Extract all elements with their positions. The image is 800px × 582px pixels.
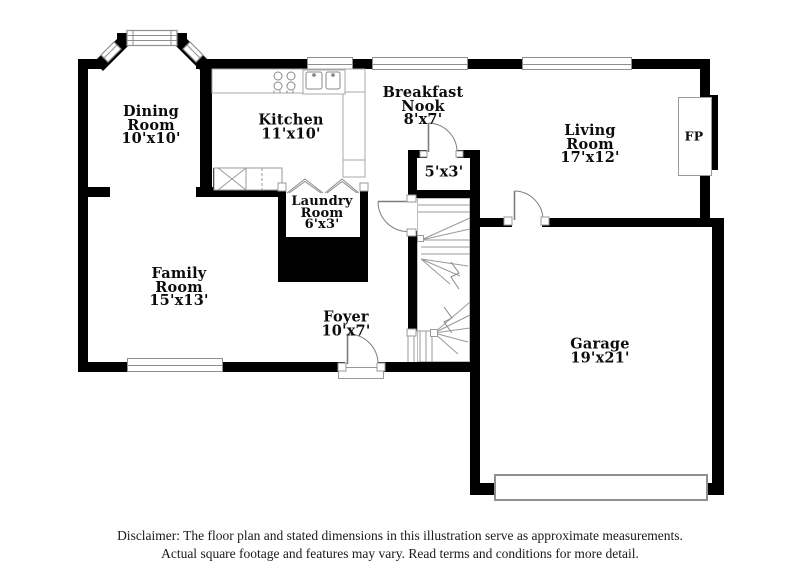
wall-living-right-lower	[700, 162, 710, 218]
wall-bottom-seg1	[78, 362, 128, 372]
garage-overhead-door	[494, 474, 708, 501]
wall-garage-bottom-left	[470, 483, 498, 495]
window-breakfast-nook	[372, 57, 468, 70]
disclaimer-line-2: Actual square footage and features may v…	[161, 545, 639, 561]
bay-window	[94, 29, 210, 71]
wall-garage-top-seg1	[480, 218, 512, 227]
wall-bottom-seg3	[378, 362, 478, 372]
closet-door	[427, 122, 458, 153]
wall-stair-left	[408, 231, 417, 331]
front-door-threshold	[338, 367, 384, 379]
wall-top-kitchen	[196, 59, 308, 69]
wall-living-right-upper	[700, 59, 710, 103]
wall-laundry-solid-block	[278, 237, 368, 282]
wall-closet-left	[408, 150, 417, 198]
wall-garage-bottom-right	[706, 483, 724, 495]
wall-top-nook-living	[468, 59, 523, 69]
stove-icon	[273, 71, 296, 93]
window-family-room	[127, 358, 223, 372]
wall-closet-top-right	[457, 150, 480, 158]
window-living-room	[522, 57, 632, 70]
garage-entry-door	[513, 190, 544, 221]
disclaimer-text: Disclaimer: The floor plan and stated di…	[0, 527, 800, 562]
wall-family-hall	[196, 187, 280, 197]
wall-closet-bottom	[408, 190, 480, 198]
staircase-upper	[417, 198, 471, 362]
wall-fireplace-bump-right	[710, 95, 718, 170]
staircase-lower	[407, 301, 471, 362]
wall-top-left-stub	[78, 59, 102, 69]
wall-left-exterior	[78, 59, 88, 372]
wall-top-between-windows	[353, 59, 373, 69]
hall-basement-door	[377, 200, 409, 232]
wall-closet-top-left	[408, 150, 427, 158]
wall-garage-top-seg2	[542, 218, 724, 227]
sink-icon	[302, 69, 346, 95]
laundry-bifold-doors	[286, 178, 360, 194]
fireplace-box	[678, 97, 712, 176]
pantry-closet	[213, 167, 283, 191]
wall-top-living	[632, 59, 710, 69]
wall-dining-kitchen-divider	[200, 59, 212, 197]
wall-dining-family-stub	[78, 187, 110, 197]
wall-stair-right-upper	[470, 150, 480, 227]
label-closet: 5'x3'	[424, 163, 464, 181]
wall-laundry-right	[360, 190, 368, 282]
disclaimer-line-1: Disclaimer: The floor plan and stated di…	[117, 528, 683, 543]
front-door	[346, 333, 379, 365]
door-jambs	[277, 150, 550, 372]
wall-garage-right	[712, 218, 724, 495]
wall-bottom-seg2	[222, 362, 345, 372]
label-fireplace: FP	[684, 128, 704, 144]
wall-garage-left	[470, 227, 480, 495]
wall-laundry-left	[278, 190, 286, 282]
